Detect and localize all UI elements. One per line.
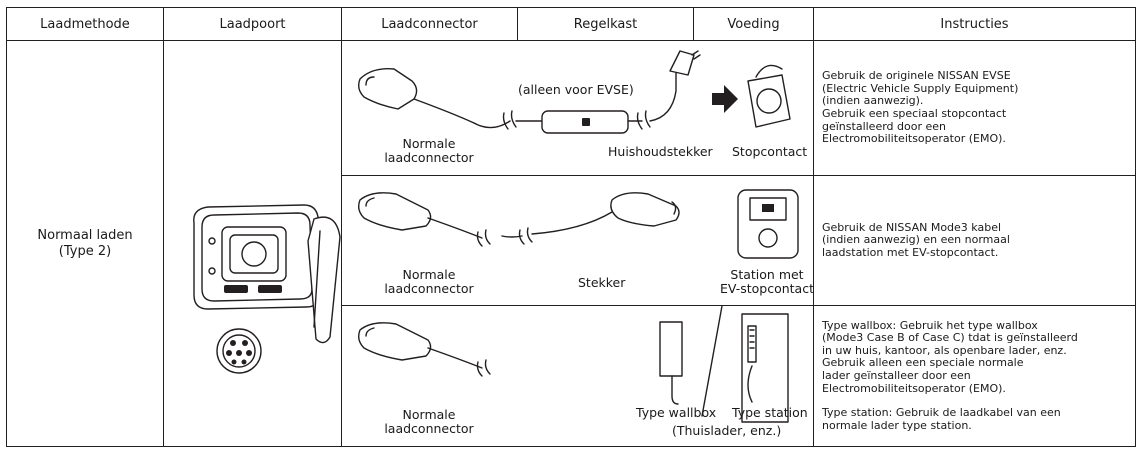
outlet-shape (747, 74, 791, 128)
header-instructies: Instructies (813, 7, 1136, 41)
row2-plug-label: Stekker (578, 275, 626, 290)
row3-instructions-station: Type station: Gebruik de laadkabel van e… (822, 406, 1061, 432)
row3-instructions-cell: Type wallbox: Gebruik het type wallbox (… (813, 305, 1136, 447)
home-charger-label: (Thuislader, enz.) (672, 423, 782, 438)
row3-instructions-wallbox: Type wallbox: Gebruik het type wallbox (… (822, 318, 1078, 395)
charging-methods-table-wrapper: Laadmethode Laadpoort Laadconnector Rege… (6, 7, 1136, 447)
row3-connector-label: Normale laadconnector (384, 407, 474, 436)
wallbox-illustration (357, 305, 789, 423)
row-evse: Normaal laden (Type 2) (6, 40, 1136, 447)
row3-equipment-cell: Normale laadconnector Type wallbox Type … (341, 305, 814, 447)
ev-station-shape (737, 189, 799, 259)
row1-instructions: Gebruik de originele NISSAN EVSE (Electr… (822, 69, 1019, 146)
row2-equipment-cell: Normale laadconnector Stekker Station me… (341, 175, 814, 306)
header-voeding: Voeding (693, 7, 814, 41)
header-laadconnector: Laadconnector (341, 7, 518, 41)
household-plug-shape (669, 50, 695, 76)
row2-instructions: Gebruik de NISSAN Mode3 kabel (indien aa… (822, 220, 1010, 259)
wallbox-label: Type wallbox (636, 405, 717, 420)
method-cell: Normaal laden (Type 2) (6, 40, 164, 447)
row1-instructions-cell: Gebruik de originele NISSAN EVSE (Electr… (813, 40, 1136, 176)
row2-instructions-cell: Gebruik de NISSAN Mode3 kabel (indien aa… (813, 175, 1136, 306)
outlet-label: Stopcontact (732, 144, 808, 159)
evse-note: (alleen voor EVSE) (518, 82, 634, 97)
charging-methods-table: Laadmethode Laadpoort Laadconnector Rege… (6, 7, 1136, 447)
row2-station-label: Station met EV-stopcontact (719, 267, 814, 296)
arrow-shape (712, 85, 738, 113)
row1-equipment-cell: Normale laadconnector (alleen voor EVSE)… (341, 40, 814, 176)
station-type-label: Type station (732, 405, 808, 420)
evse-cable-illustration (357, 50, 791, 134)
wallbox-shape (659, 321, 683, 377)
header-regelkast: Regelkast (517, 7, 694, 41)
station-post-shape (741, 313, 789, 423)
row2-connector-label: Normale laadconnector (384, 267, 474, 296)
row1-connector-label: Normale laadconnector (384, 136, 474, 165)
method-name: Normaal laden (37, 227, 133, 243)
header-row: Laadmethode Laadpoort Laadconnector Rege… (6, 7, 1136, 41)
method-type: (Type 2) (58, 243, 112, 259)
charge-port-cell (163, 40, 342, 447)
header-laadpoort: Laadpoort (163, 7, 342, 41)
mode3-cable-illustration (357, 189, 799, 259)
row-wallbox: Normale laadconnector Type wallbox Type … (7, 305, 1136, 447)
connector-head-shape (357, 68, 418, 110)
charge-port-illustration (193, 204, 341, 374)
header-laadmethode: Laadmethode (6, 7, 164, 41)
household-plug-label: Huishoudstekker (608, 144, 713, 159)
